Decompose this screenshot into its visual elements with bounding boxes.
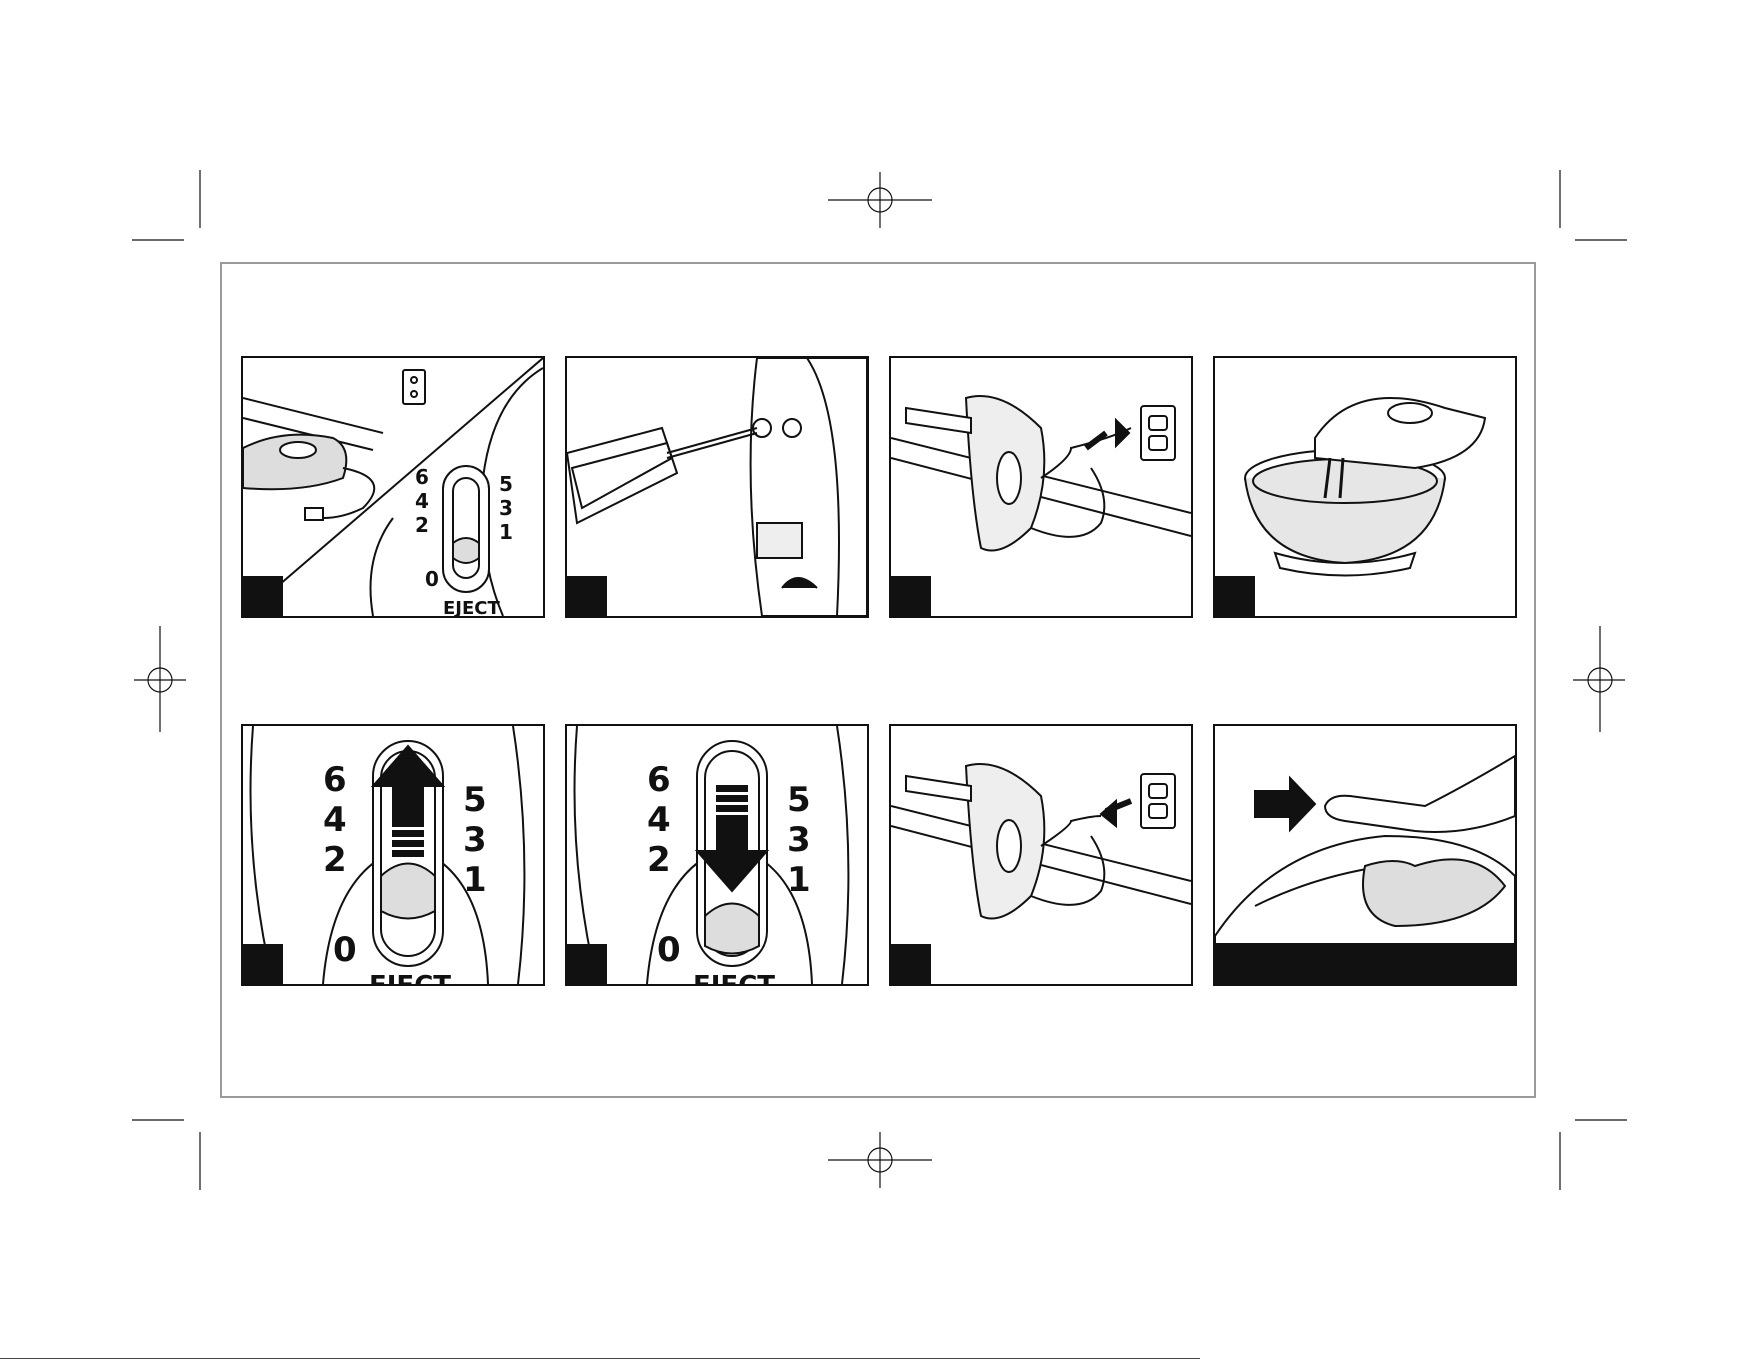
panel-3 (889, 356, 1193, 618)
panel-2 (565, 356, 869, 618)
p1-dial-left-2: 2 (415, 513, 429, 537)
step-number-1 (243, 576, 283, 616)
p6-dial-zero: 0 (657, 930, 681, 970)
p6-eject-label: EJECT (693, 971, 775, 984)
p1-dial-right-1: 3 (499, 496, 513, 520)
step-number-4 (1215, 576, 1255, 616)
panel-5-illustration: 6 4 2 5 3 1 0 EJECT (243, 726, 543, 984)
p1-dial-zero: 0 (425, 567, 439, 591)
p5-dial-left-2: 2 (323, 840, 347, 880)
p5-dial-left-0: 6 (323, 760, 347, 800)
panel-2-illustration (567, 358, 867, 616)
p6-dial-left-2: 2 (647, 840, 671, 880)
p1-dial-right-0: 5 (499, 472, 513, 496)
p5-dial-right-0: 5 (463, 780, 487, 820)
panel-8 (1213, 724, 1517, 986)
p6-dial-right-2: 1 (787, 860, 811, 900)
panel-4-illustration (1215, 358, 1515, 616)
p1-dial-left-0: 6 (415, 465, 429, 489)
panel-7 (889, 724, 1193, 986)
panel-3-illustration (891, 358, 1191, 616)
panel-4 (1213, 356, 1517, 618)
p1-eject-label: EJECT (443, 598, 500, 616)
p5-dial-right-1: 3 (463, 820, 487, 860)
panel-5: 6 4 2 5 3 1 0 EJECT (241, 724, 545, 986)
step-number-2 (567, 576, 607, 616)
step-number-3 (891, 576, 931, 616)
panel-6-illustration: 6 4 2 5 3 1 0 EJECT (567, 726, 867, 984)
panel-1: 6 4 2 5 3 1 0 EJECT (241, 356, 545, 618)
p1-dial-right-2: 1 (499, 520, 513, 544)
p5-dial-zero: 0 (333, 930, 357, 970)
p6-dial-left-0: 6 (647, 760, 671, 800)
step-number-7 (891, 944, 931, 984)
p6-dial-right-1: 3 (787, 820, 811, 860)
p1-dial-left-1: 4 (415, 489, 429, 513)
p5-eject-label: EJECT (369, 971, 451, 984)
p6-dial-left-1: 4 (647, 800, 671, 840)
panel-6: 6 4 2 5 3 1 0 EJECT (565, 724, 869, 986)
step-number-5 (243, 944, 283, 984)
p5-dial-right-2: 1 (463, 860, 487, 900)
panel-1-illustration: 6 4 2 5 3 1 0 EJECT (243, 358, 543, 616)
bottom-line (0, 1358, 1200, 1359)
step-number-6 (567, 944, 607, 984)
panel-7-illustration (891, 726, 1191, 984)
p5-dial-left-1: 4 (323, 800, 347, 840)
panel-8-caption-bar (1215, 944, 1515, 984)
p6-dial-right-0: 5 (787, 780, 811, 820)
